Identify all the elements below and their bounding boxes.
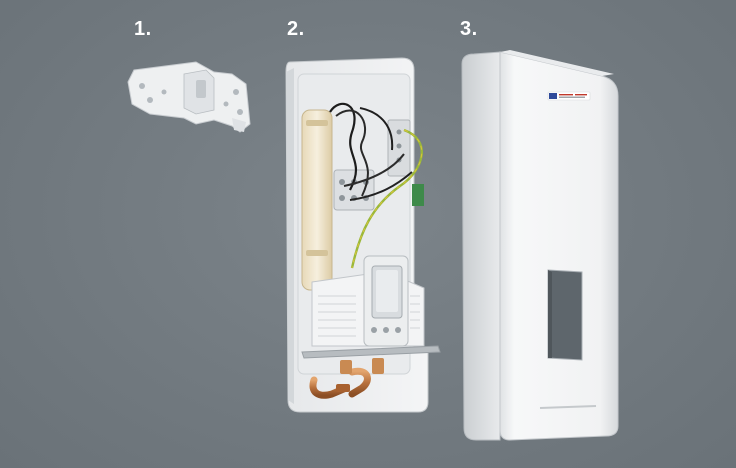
- step-label-1: 1.: [134, 18, 152, 40]
- step-label-3: 3.: [460, 18, 478, 40]
- open-heater-unit: [285, 57, 441, 413]
- front-cover: [461, 50, 619, 441]
- brand-logo: [547, 91, 591, 101]
- step-label-2: 2.: [287, 18, 305, 40]
- mounting-bracket: [127, 61, 251, 133]
